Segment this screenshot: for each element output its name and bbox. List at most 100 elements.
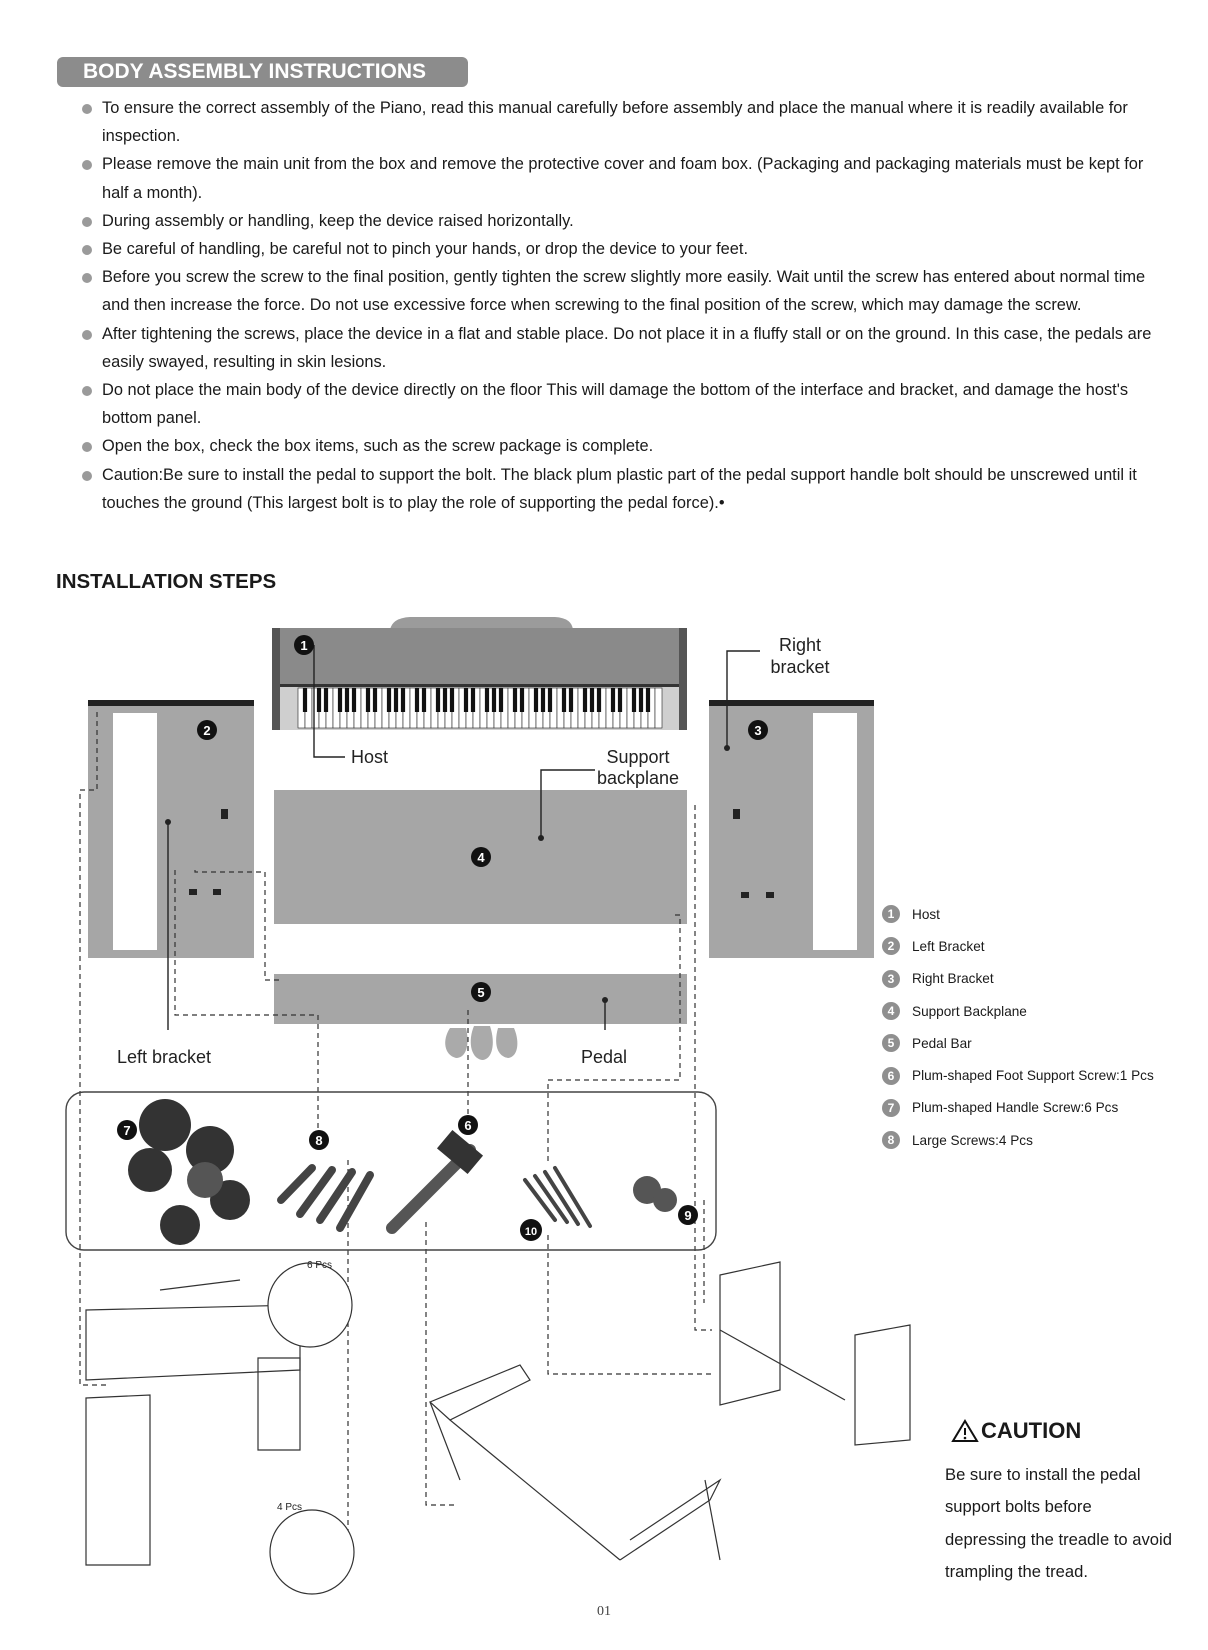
- left-bracket-illustration: [88, 700, 254, 958]
- large-screws-illustration: [281, 1168, 370, 1228]
- caution-text: Be sure to install the pedal support bol…: [945, 1459, 1175, 1588]
- legend-item: 6 Plum-shaped Foot Support Screw:1 Pcs: [882, 1059, 1154, 1091]
- legend-text: Plum-shaped Handle Screw:6 Pcs: [912, 1100, 1118, 1115]
- page-number: 01: [0, 1604, 1208, 1620]
- black-key: [387, 688, 391, 712]
- legend-text: Left Bracket: [912, 939, 985, 954]
- legend-item: 5 Pedal Bar: [882, 1027, 1154, 1059]
- host-piano-illustration: [272, 617, 687, 730]
- caution-heading: CAUTION: [951, 1418, 1081, 1444]
- svg-text:3: 3: [754, 723, 761, 738]
- legend-text: Pedal Bar: [912, 1036, 972, 1051]
- black-key: [422, 688, 426, 712]
- legend-item: 3 Right Bracket: [882, 963, 1154, 995]
- label-6pcs: 6 Pcs: [307, 1260, 332, 1271]
- black-key: [499, 688, 503, 712]
- black-key: [415, 688, 419, 712]
- legend-text: Plum-shaped Foot Support Screw:1 Pcs: [912, 1068, 1154, 1083]
- marker-3: 3: [748, 720, 768, 740]
- svg-text:1: 1: [300, 638, 307, 653]
- svg-text:8: 8: [315, 1133, 322, 1148]
- black-key: [548, 688, 552, 712]
- black-key: [485, 688, 489, 712]
- black-key: [569, 688, 573, 712]
- bracket-assembly-illustration: [720, 1262, 910, 1445]
- svg-text:5: 5: [477, 985, 484, 1000]
- black-key: [618, 688, 622, 712]
- black-key: [492, 688, 496, 712]
- legend-text: Support Backplane: [912, 1004, 1027, 1019]
- legend-number: 6: [882, 1067, 900, 1085]
- legend-item: 7Plum-shaped Handle Screw:6 Pcs: [882, 1092, 1154, 1124]
- svg-text:10: 10: [525, 1226, 537, 1238]
- right-bracket-illustration: [709, 700, 874, 958]
- black-key: [394, 688, 398, 712]
- black-key: [373, 688, 377, 712]
- label-support-line1: Support: [606, 747, 669, 767]
- black-key: [597, 688, 601, 712]
- legend-number: 2: [882, 937, 900, 955]
- label-left-bracket: Left bracket: [117, 1047, 211, 1067]
- legend-number: 4: [882, 1002, 900, 1020]
- black-key: [471, 688, 475, 712]
- legend-number: 8: [882, 1131, 900, 1149]
- svg-text:9: 9: [684, 1208, 691, 1223]
- plum-knobs-illustration: [128, 1099, 250, 1245]
- black-key: [443, 688, 447, 712]
- piano-assembly-illustration: [86, 1263, 354, 1594]
- nuts-illustration: [633, 1176, 677, 1212]
- marker-8: 8: [309, 1130, 329, 1150]
- black-key: [401, 688, 405, 712]
- marker-4: 4: [471, 847, 491, 867]
- black-key: [611, 688, 615, 712]
- label-pedal: Pedal: [581, 1047, 627, 1067]
- foot-support-screw-illustration: [392, 1130, 483, 1228]
- black-key: [513, 688, 517, 712]
- black-key: [534, 688, 538, 712]
- marker-7: 7: [117, 1120, 137, 1140]
- marker-10: 10: [520, 1219, 542, 1241]
- black-key: [541, 688, 545, 712]
- black-key: [520, 688, 524, 712]
- label-right-bracket-line1: Right: [779, 635, 821, 655]
- svg-text:7: 7: [123, 1123, 130, 1138]
- marker-9: 9: [678, 1205, 698, 1225]
- black-key: [324, 688, 328, 712]
- label-support-line2: backplane: [597, 768, 679, 788]
- small-screws-illustration: [525, 1168, 590, 1226]
- black-key: [450, 688, 454, 712]
- black-key: [436, 688, 440, 712]
- legend-number: 5: [882, 1034, 900, 1052]
- svg-text:2: 2: [203, 723, 210, 738]
- legend-text: Host: [912, 907, 940, 922]
- black-key: [338, 688, 342, 712]
- label-right-bracket-line2: bracket: [770, 657, 829, 677]
- black-key: [366, 688, 370, 712]
- black-key: [303, 688, 307, 712]
- legend-text: Large Screws:4 Pcs: [912, 1133, 1033, 1148]
- svg-text:4: 4: [477, 850, 485, 865]
- caution-title: CAUTION: [981, 1418, 1081, 1444]
- legend-item: 2 Left Bracket: [882, 930, 1154, 962]
- pedal-assembly-illustration: [430, 1365, 720, 1560]
- legend-item: 1Host: [882, 898, 1154, 930]
- label-host: Host: [351, 747, 388, 767]
- legend-item: 4 Support Backplane: [882, 995, 1154, 1027]
- black-key: [464, 688, 468, 712]
- legend-text: Right Bracket: [912, 971, 994, 986]
- black-key: [590, 688, 594, 712]
- svg-text:6: 6: [464, 1118, 471, 1133]
- black-key: [345, 688, 349, 712]
- legend-item: 8 Large Screws:4 Pcs: [882, 1124, 1154, 1156]
- black-key: [562, 688, 566, 712]
- black-key: [639, 688, 643, 712]
- marker-6: 6: [458, 1115, 478, 1135]
- black-key: [632, 688, 636, 712]
- black-key: [317, 688, 321, 712]
- label-4pcs: 4 Pcs: [277, 1502, 302, 1513]
- black-key: [583, 688, 587, 712]
- legend-number: 3: [882, 970, 900, 988]
- marker-2: 2: [197, 720, 217, 740]
